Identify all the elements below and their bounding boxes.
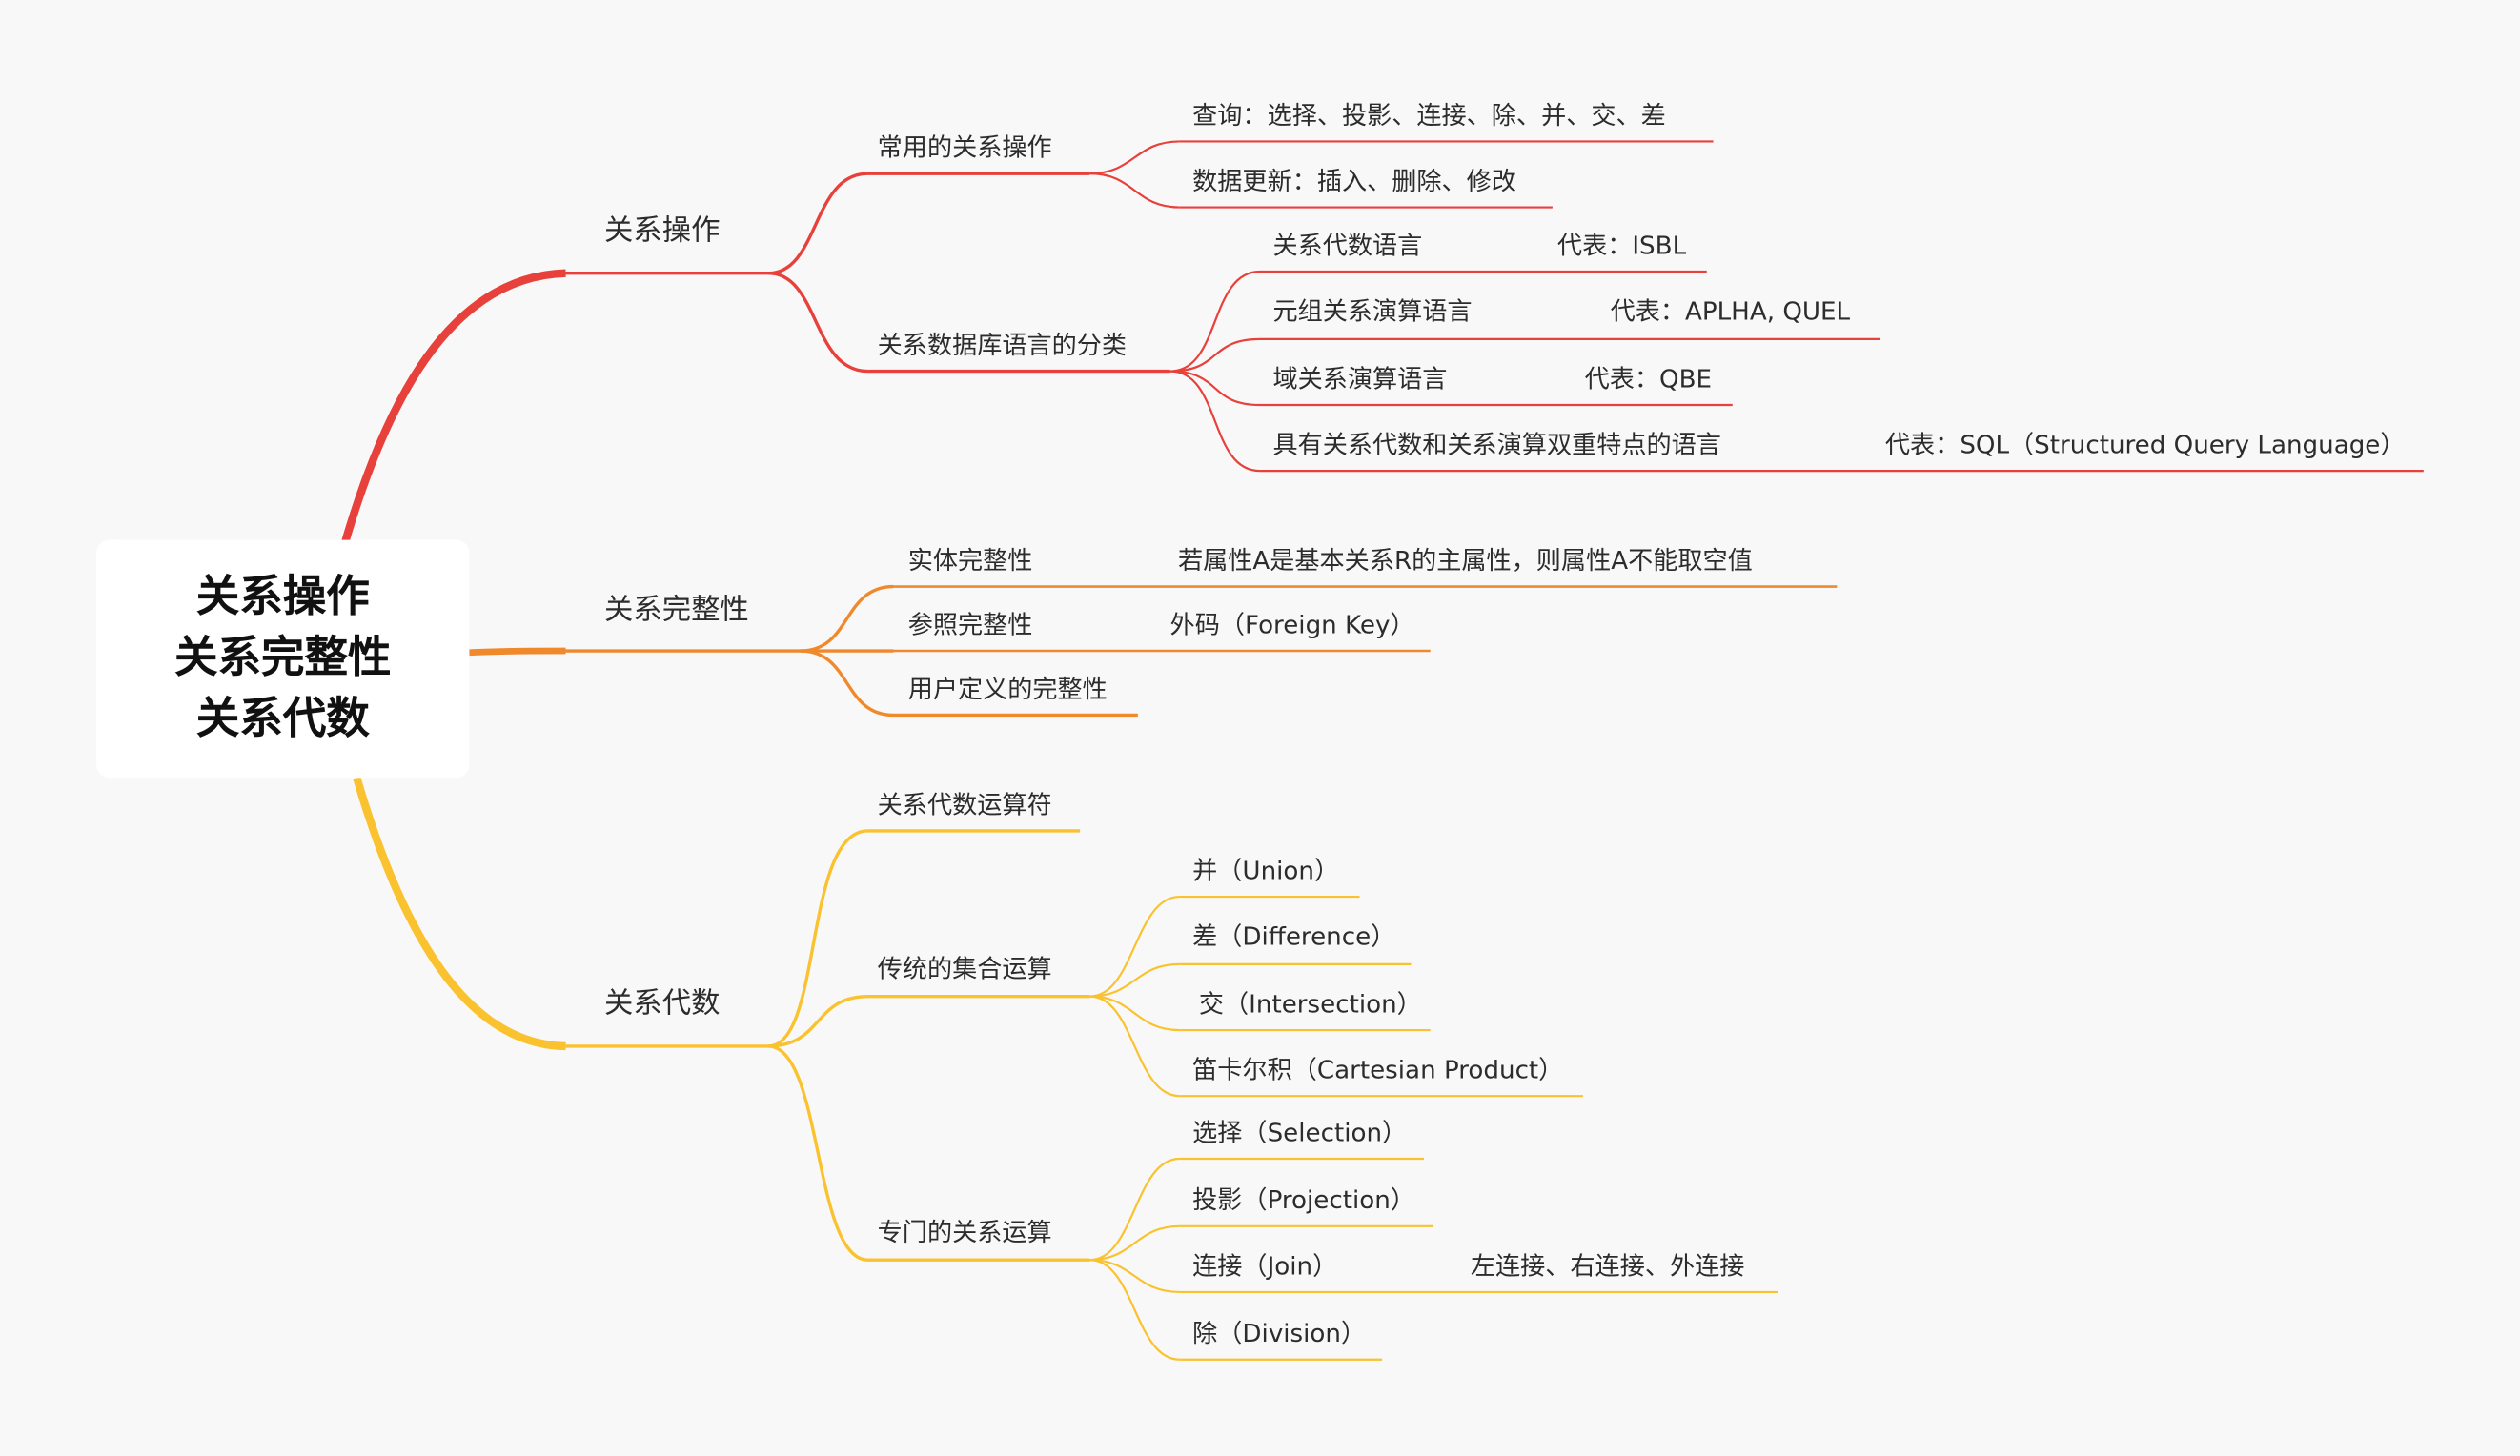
node-set-operations[interactable]: 传统的集合运算 (877, 954, 1052, 984)
node-intersection[interactable]: 交（Intersection） (1198, 989, 1422, 1020)
node-data-update[interactable]: 数据更新：插入、删除、修改 (1192, 167, 1516, 196)
node-rep-isbl[interactable]: 代表：ISBL (1556, 231, 1687, 261)
node-foreign-key[interactable]: 外码（Foreign Key） (1169, 610, 1415, 640)
node-entity-integrity[interactable]: 实体完整性 (907, 546, 1033, 576)
node-relation-ops[interactable]: 关系操作 (604, 213, 721, 248)
root-line-ops: 关系操作 (195, 572, 370, 622)
node-user-defined-integrity[interactable]: 用户定义的完整性 (907, 675, 1108, 704)
node-relational-algebra-language[interactable]: 关系代数语言 (1272, 231, 1423, 261)
node-union[interactable]: 并（Union） (1192, 856, 1340, 886)
node-join-types[interactable]: 左连接、右连接、外连接 (1470, 1251, 1745, 1282)
node-common-ops[interactable]: 常用的关系操作 (877, 132, 1052, 163)
node-rep-alpha-quel[interactable]: 代表：APLHA, QUEL (1610, 297, 1851, 327)
node-rep-qbe[interactable]: 代表：QBE (1584, 364, 1713, 394)
node-relation-integrity[interactable]: 关系完整性 (604, 593, 749, 627)
node-referential-integrity[interactable]: 参照完整性 (907, 610, 1033, 640)
node-projection[interactable]: 投影（Projection） (1192, 1185, 1415, 1215)
node-domain-calculus-language[interactable]: 域关系演算语言 (1272, 364, 1448, 394)
root-title: 关系操作 关系完整性 关系代数 (174, 567, 392, 750)
node-query[interactable]: 查询：选择、投影、连接、除、并、交、差 (1192, 101, 1666, 131)
node-selection[interactable]: 选择（Selection） (1192, 1118, 1408, 1148)
root-line-integrity: 关系完整性 (173, 633, 392, 683)
root-line-algebra: 关系代数 (195, 694, 370, 744)
node-join[interactable]: 连接（Join） (1192, 1251, 1338, 1282)
node-tuple-calculus-language[interactable]: 元组关系演算语言 (1272, 297, 1473, 327)
node-special-relational-ops[interactable]: 专门的关系运算 (877, 1218, 1052, 1247)
node-entity-integrity-desc[interactable]: 若属性A是基本关系R的主属性，则属性A不能取空值 (1177, 546, 1753, 576)
node-relational-algebra[interactable]: 关系代数 (604, 986, 721, 1021)
node-dual-feature-language[interactable]: 具有关系代数和关系演算双重特点的语言 (1272, 430, 1721, 460)
node-rep-sql[interactable]: 代表：SQL（Structured Query Language） (1884, 430, 2406, 460)
node-difference[interactable]: 差（Difference） (1192, 922, 1396, 952)
node-cartesian-product[interactable]: 笛卡尔积（Cartesian Product） (1192, 1056, 1564, 1085)
node-algebra-operators[interactable]: 关系代数运算符 (877, 790, 1052, 820)
integrity-main-connector (469, 647, 566, 657)
node-db-language-classes[interactable]: 关系数据库语言的分类 (877, 331, 1128, 360)
root-node[interactable]: 关系操作 关系完整性 关系代数 (96, 539, 470, 779)
ops-main-connector (339, 269, 566, 548)
algebra-main-connector (353, 777, 566, 1051)
node-division[interactable]: 除（Division） (1192, 1319, 1367, 1348)
